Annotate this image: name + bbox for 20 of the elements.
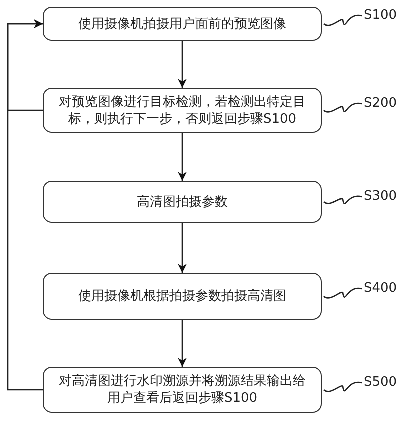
leader-line	[324, 14, 362, 26]
leader-line	[324, 382, 362, 392]
leader-line	[324, 102, 362, 113]
step-label: S500	[364, 375, 398, 390]
step-label: S300	[364, 189, 398, 204]
step-label: S200	[364, 96, 398, 111]
step-label: S100	[364, 8, 398, 23]
step-label: S400	[364, 281, 398, 296]
process-box: 对高清图进行水印溯源并将溯源结果输出给用户查看后返回步骤S100	[43, 367, 322, 413]
leader-line	[324, 288, 362, 299]
arrow	[178, 41, 187, 88]
leader-line	[324, 196, 362, 204]
arrow	[178, 320, 187, 367]
process-box: 使用摄像机拍摄用户面前的预览图像	[43, 7, 322, 41]
arrow	[178, 223, 187, 273]
arrow	[178, 133, 187, 181]
process-box: 高清图拍摄参数	[43, 181, 322, 223]
process-box: 对预览图像进行目标检测，若检测出特定目标，则执行下一步，否则返回步骤S100	[43, 88, 322, 133]
process-box: 使用摄像机根据拍摄参数拍摄高清图	[43, 273, 322, 320]
arrow	[7, 20, 43, 391]
